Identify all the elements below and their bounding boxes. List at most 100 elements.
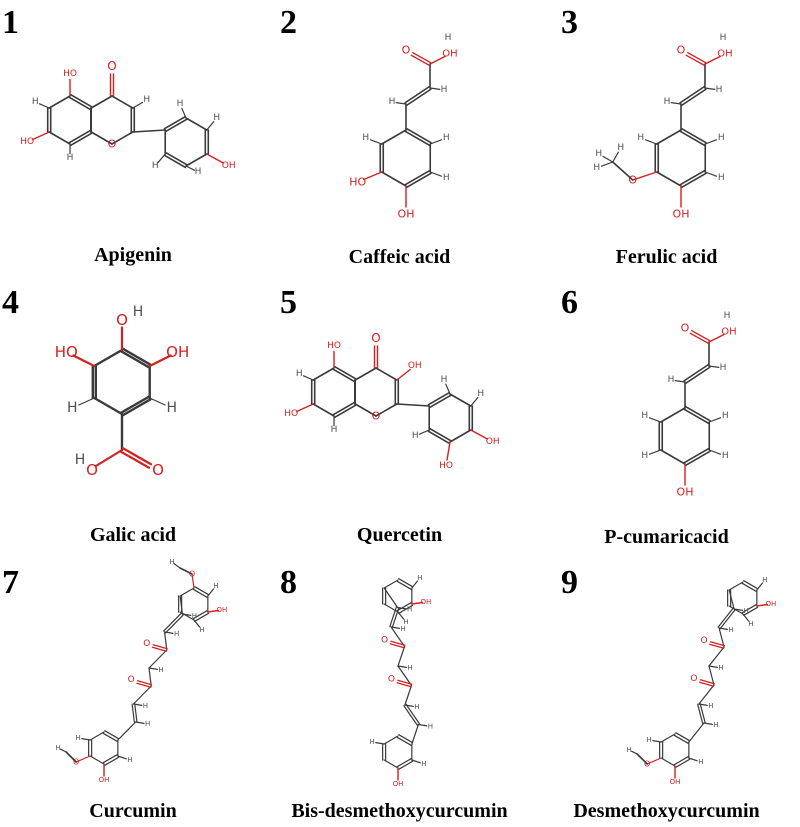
bond: [410, 54, 430, 67]
bond: [697, 703, 704, 724]
bond: [429, 171, 443, 177]
bond: [396, 682, 412, 688]
hydroxyl-label: HO: [63, 69, 77, 79]
bond: [380, 171, 407, 187]
bond: [179, 587, 195, 597]
bond: [193, 619, 201, 628]
hydrogen-label: H: [296, 369, 303, 379]
bond: [404, 130, 431, 147]
bond: [396, 602, 412, 612]
bond: [397, 665, 413, 687]
bond: [163, 154, 187, 169]
bond: [470, 429, 488, 440]
bond: [333, 404, 357, 419]
bond: [632, 171, 658, 181]
bond: [151, 646, 168, 652]
bond: [134, 703, 138, 723]
structure-curcumin: OOHHHHHOHOHOHOHHHHH: [56, 558, 228, 784]
bond: [207, 609, 220, 613]
hydroxyl-label: OH: [393, 780, 404, 788]
bond: [398, 734, 414, 744]
hydrogen-label: H: [158, 666, 163, 674]
bond: [703, 722, 713, 725]
oxygen-label: O: [388, 675, 395, 685]
bond: [741, 604, 757, 614]
panel-number: 7: [2, 564, 19, 601]
bond: [728, 581, 744, 591]
bond: [704, 87, 716, 91]
bond: [644, 139, 658, 145]
hydroxyl-label: HO: [20, 137, 34, 147]
bond: [148, 649, 168, 669]
bond: [181, 107, 187, 119]
bond: [173, 563, 181, 569]
bond: [117, 755, 127, 760]
bond: [404, 169, 431, 186]
bond: [383, 759, 399, 769]
hydroxyl-label: OH: [222, 161, 236, 171]
bond: [411, 601, 424, 605]
bond: [673, 756, 689, 766]
bond: [389, 606, 397, 628]
bond: [375, 367, 398, 381]
bond: [660, 733, 676, 743]
hydroxyl-label: OH: [442, 49, 457, 60]
hydrogen-label: H: [743, 607, 748, 615]
bond: [296, 403, 314, 413]
oxygen-label: O: [86, 461, 98, 479]
oxygen-label: O: [402, 44, 411, 57]
hydrogen-label: H: [724, 311, 731, 321]
hydrogen-label: H: [169, 558, 174, 566]
hydrogen-label: H: [403, 618, 408, 626]
bond: [65, 751, 77, 763]
bond: [675, 758, 691, 768]
bond: [742, 613, 750, 622]
hydrogen-label: H: [720, 363, 727, 373]
bond: [302, 375, 314, 381]
bond: [398, 760, 414, 770]
hydroxyl-label: OH: [398, 208, 415, 221]
hydroxyl-label: OH: [408, 361, 422, 371]
bond: [699, 681, 715, 687]
hydrogen-label: H: [213, 113, 220, 123]
hydrogen-label: H: [143, 95, 150, 105]
oxygen-label: O: [372, 410, 381, 423]
bond: [93, 348, 124, 368]
bond: [181, 613, 192, 617]
hydrogen-label: H: [133, 304, 144, 320]
bond: [104, 730, 120, 740]
bond: [132, 703, 143, 706]
hydrogen-label: H: [389, 97, 396, 107]
hydrogen-label: H: [617, 143, 624, 153]
bond: [332, 368, 355, 383]
hydrogen-label: H: [748, 620, 753, 628]
bond: [411, 723, 419, 745]
hydrogen-label: H: [417, 574, 422, 582]
hydrogen-label: H: [762, 576, 767, 584]
bond: [743, 606, 759, 616]
bond: [698, 684, 715, 705]
panel-number: 3: [561, 4, 578, 41]
oxygen-label: O: [381, 636, 388, 646]
bond: [192, 588, 208, 598]
hydrogen-label: H: [627, 746, 632, 754]
bond: [411, 759, 421, 764]
hydrogen-label: H: [428, 723, 433, 731]
bond: [380, 129, 407, 145]
hydroxyl-label: OH: [166, 343, 189, 361]
hydrogen-label: H: [407, 606, 412, 614]
hydroxyl-label: OH: [99, 776, 110, 784]
bond: [383, 579, 399, 589]
bond: [390, 626, 401, 630]
hydrogen-label: H: [400, 625, 405, 633]
bond: [449, 429, 472, 443]
bond: [164, 614, 184, 634]
hydrogen-label: H: [362, 133, 369, 143]
bond: [32, 131, 50, 141]
panel-desmethoxycurcumin: 9 OOHHHHHOHOHOHHHHH Desmethoxycurcumin: [533, 552, 800, 827]
bond: [704, 55, 721, 65]
